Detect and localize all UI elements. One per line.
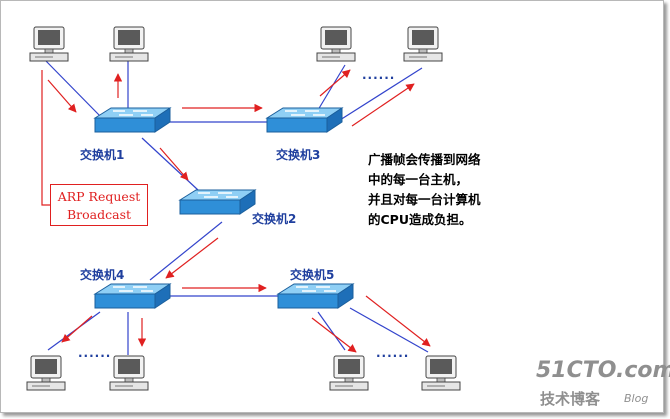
switch-3-icon <box>266 107 343 133</box>
link-pc1-sw1 <box>44 59 103 119</box>
switch-2-label: 交换机2 <box>252 212 297 226</box>
computer-7-icon <box>329 355 369 391</box>
broadcast-arrows <box>41 69 431 353</box>
computer-6-icon <box>109 355 149 391</box>
link-sw3-pc3 <box>317 64 346 111</box>
computer-3-icon <box>316 26 356 62</box>
link-sw5-pc8 <box>349 307 429 353</box>
arrow-sw5-to-pc8 <box>365 295 431 347</box>
computer-5-icon <box>26 355 66 391</box>
watermark-logo: 51CTO.com <box>536 358 670 383</box>
arrow-sw1-to-sw2 <box>159 147 189 181</box>
link-sw5-pc7 <box>317 311 346 351</box>
arp-request-line: ARP Request <box>57 189 141 204</box>
switch-4-label: 交换机4 <box>80 268 125 282</box>
switch-4-icon <box>94 283 171 309</box>
arrow-sw3-to-pc3 <box>319 69 351 97</box>
arrow-sw2-to-sw4 <box>165 237 219 279</box>
computer-8-icon <box>421 355 461 391</box>
computer-4-icon <box>403 26 443 62</box>
arp-callout-line <box>41 70 50 206</box>
arrow-sw4-to-pc5 <box>61 315 93 343</box>
arp-broadcast-line: Broadcast <box>66 207 132 222</box>
switch-1-label: 交换机1 <box>80 148 125 162</box>
link-sw1-sw2 <box>141 137 199 191</box>
switch-3-label: 交换机3 <box>276 148 321 162</box>
more-computers-ellipsis: ...... <box>362 68 396 82</box>
note-line: 广播帧会传播到网络 <box>368 152 481 167</box>
arp-request-box: ARP Request Broadcast <box>50 184 148 226</box>
watermark-blog: Blog <box>624 392 649 405</box>
link-sw2-sw4 <box>149 221 223 281</box>
arrow-sw5-to-pc7 <box>311 317 357 353</box>
switch-2-icon <box>179 189 256 215</box>
switch-5-icon <box>277 283 354 309</box>
more-computers-ellipsis: ...... <box>376 346 410 360</box>
computer-1-icon <box>29 26 69 62</box>
computer-2-icon <box>109 26 149 62</box>
note-line: 并且对每一台计算机 <box>368 192 481 207</box>
arrow-pc1-to-sw1 <box>47 79 77 113</box>
broadcast-note: 广播帧会传播到网络 中的每一台主机， 并且对每一台计算机 的CPU造成负担。 <box>368 150 481 230</box>
link-sw3-pc4 <box>339 67 423 121</box>
arrow-sw3-to-pc4 <box>351 83 415 127</box>
switch-1-icon <box>94 107 171 133</box>
note-line: 中的每一台主机， <box>368 172 469 187</box>
note-line: 的CPU造成负担。 <box>368 212 472 227</box>
watermark-subtitle: 技术博客 <box>540 390 601 408</box>
switch-5-label: 交换机5 <box>290 268 335 282</box>
more-computers-ellipsis: ...... <box>78 346 112 360</box>
